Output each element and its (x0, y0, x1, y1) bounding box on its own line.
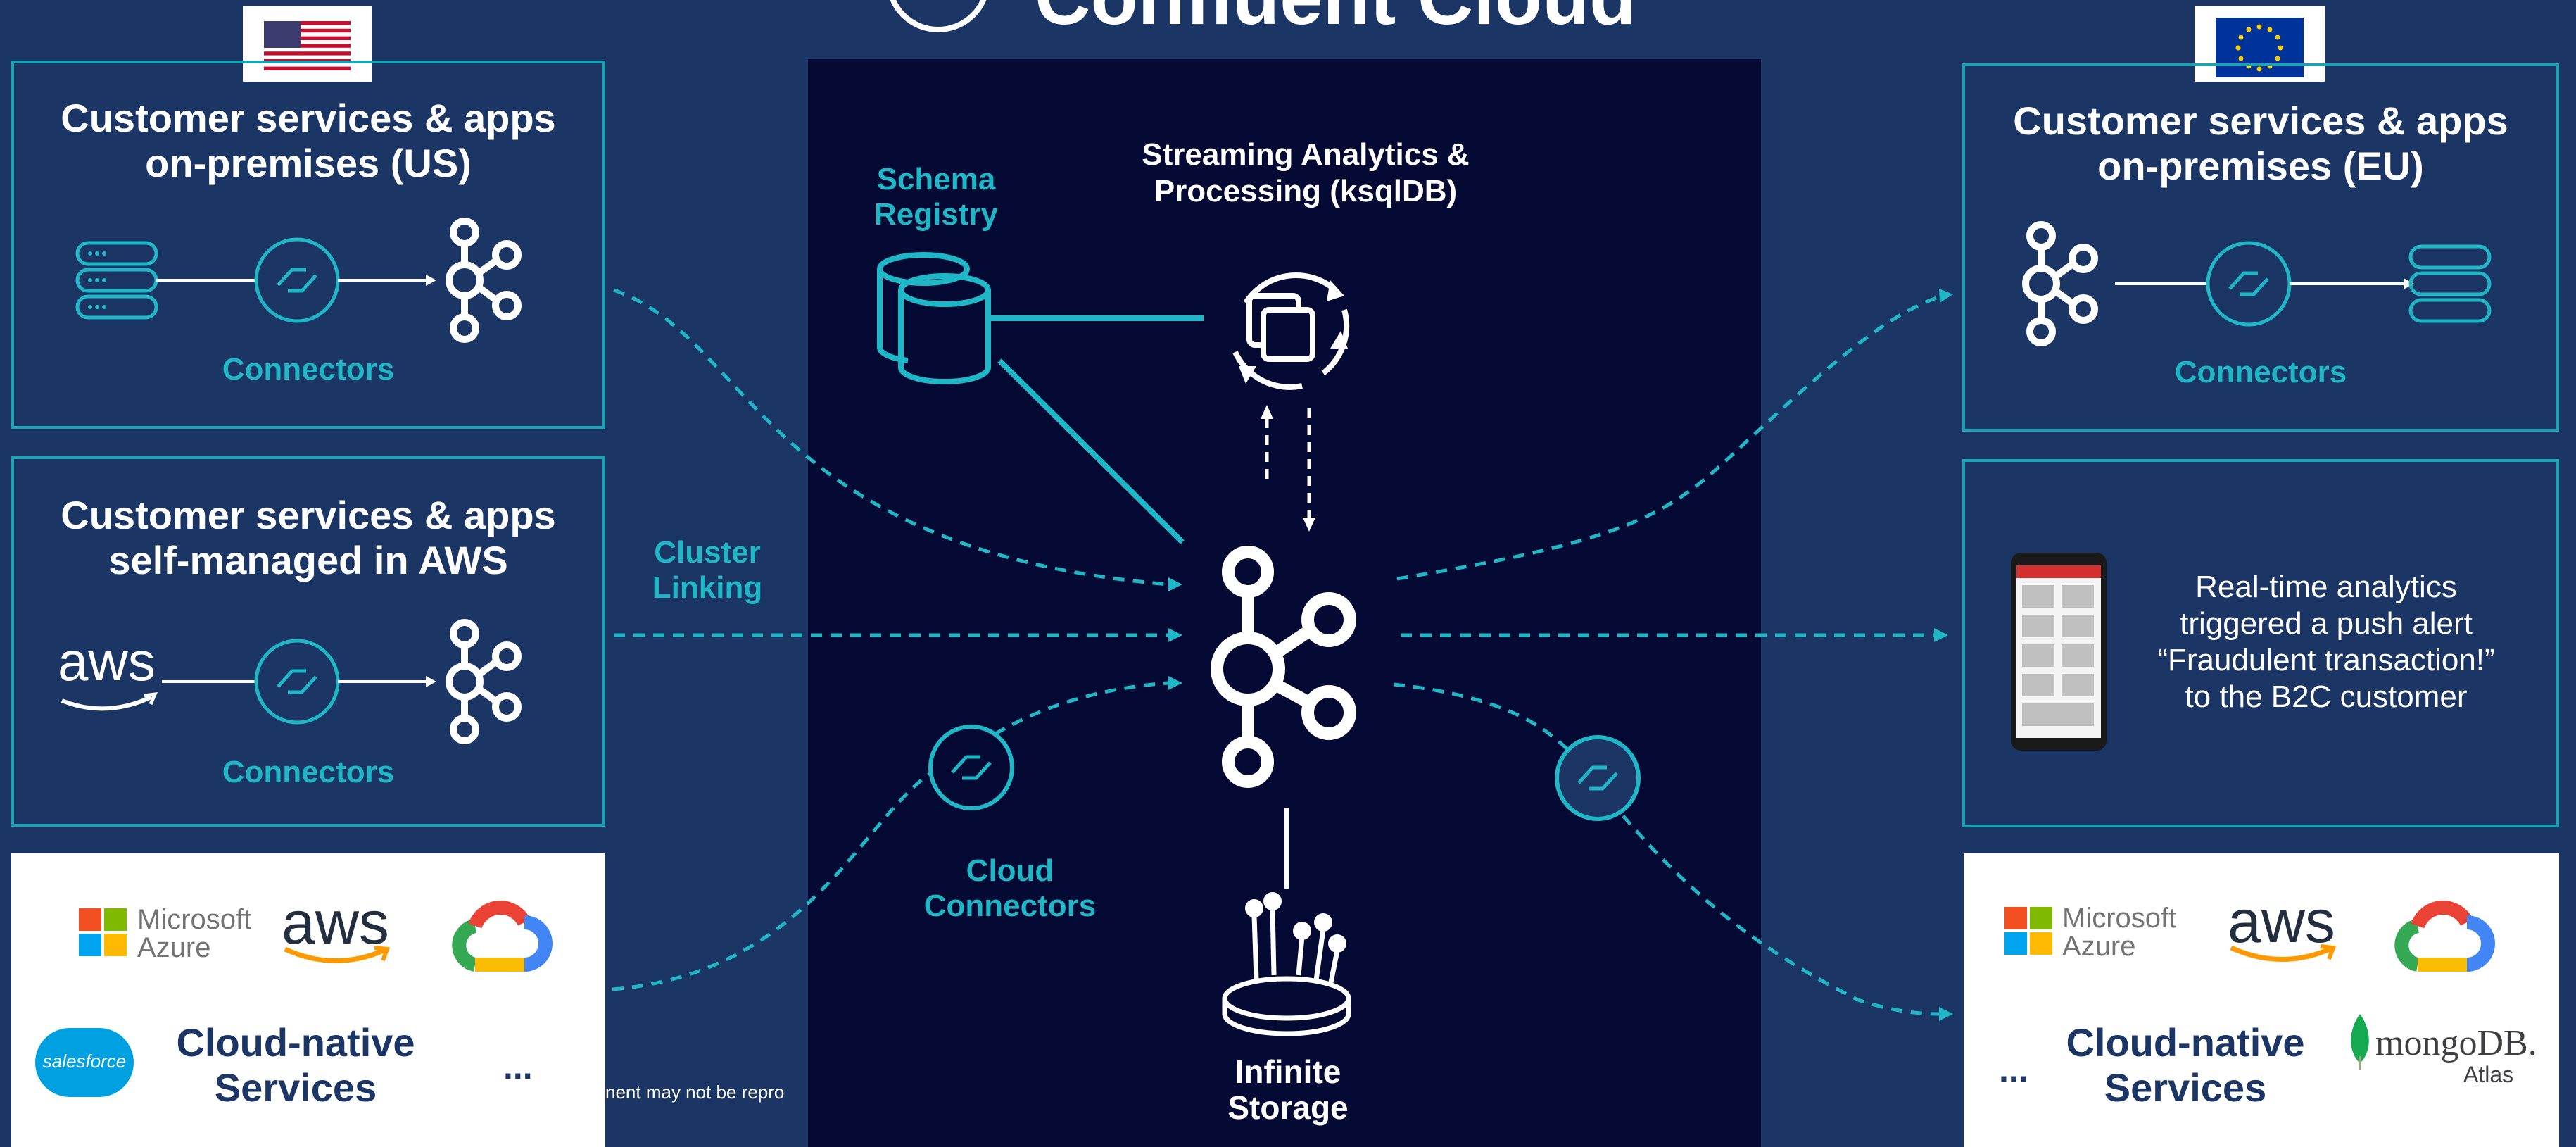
us-connectors-label: Connectors (222, 352, 395, 387)
streaming-line1: Streaming Analytics & (1142, 137, 1470, 172)
server-icon (75, 241, 158, 320)
aws-selfmanaged-title-line2: self-managed in AWS (108, 538, 508, 582)
page-title: Confluent Cloud (1035, 0, 1636, 37)
storage-line2: Storage (1227, 1089, 1349, 1126)
alert-line3: “Fraudulent transaction!” (2157, 643, 2495, 677)
more-services-left: ... (503, 1047, 533, 1086)
eu-connectors-label: Connectors (2174, 355, 2347, 389)
cloud-native-left-line1: Cloud-native (176, 1020, 415, 1065)
azure-label-line2: Azure (137, 932, 211, 963)
cloud-connectors-line1: Cloud (966, 853, 1054, 888)
salesforce-logo-text: salesforce (42, 1051, 127, 1072)
cloud-native-right-line2: Services (2104, 1065, 2267, 1110)
alert-panel (1962, 459, 2559, 827)
storage-icon (1222, 908, 1351, 1036)
eu-onprem-title-line2: on-premises (EU) (2097, 144, 2424, 188)
aws-logo-text: aws (58, 630, 156, 692)
cloud-native-right-panel (1964, 853, 2559, 1147)
aws-smile-icon (284, 946, 391, 963)
mongodb-logo-text: mongoDB. (2375, 1023, 2537, 1063)
alert-line1: Real-time analytics (2195, 570, 2457, 604)
eu-pipeline (2022, 221, 2492, 346)
google-cloud-icon (452, 901, 553, 972)
azure-label-line1: Microsoft (137, 904, 252, 935)
aws-selfmanaged-pipeline (61, 619, 522, 744)
more-services-right: ... (1999, 1050, 2028, 1089)
cloud-connectors-line2: Connectors (923, 889, 1097, 923)
us-onprem-title-line1: Customer services & apps (61, 96, 556, 140)
database-icon (876, 252, 991, 384)
us-pipeline (75, 218, 522, 343)
aws-connectors-label: Connectors (222, 755, 395, 789)
aws-logo-text-right: aws (2228, 888, 2335, 955)
us-onprem-title-line2: on-premises (US) (145, 141, 472, 185)
alert-line2: triggered a push alert (2180, 606, 2473, 641)
azure-label-line1-right: Microsoft (2062, 903, 2177, 934)
aws-selfmanaged-title-line1: Customer services & apps (61, 493, 556, 537)
microsoft-logo-icon (2004, 907, 2052, 955)
cloud-connector-icon (1555, 735, 1641, 821)
azure-label-line2-right: Azure (2062, 931, 2136, 962)
mongodb-leaf-icon (2351, 1014, 2369, 1070)
atlas-text: Atlas (2463, 1062, 2514, 1087)
confluent-cloud-panel (808, 59, 1761, 1147)
aws-smile-icon (2230, 944, 2337, 962)
stream-processing-icon (1232, 272, 1350, 390)
aws-logo-text-left: aws (282, 889, 389, 957)
eu-flag-icon (2195, 6, 2325, 82)
eu-onprem-panel: Customer services & apps on-premises (EU… (1962, 63, 2559, 432)
cloud-connector-icon (928, 725, 1014, 810)
cloud-native-left-line2: Services (214, 1065, 377, 1110)
center-diagram (876, 252, 1356, 1036)
alert-line4: to the B2C customer (2185, 679, 2468, 714)
kafka-icon (446, 619, 522, 744)
eu-onprem-title-line1: Customer services & apps (2013, 99, 2508, 143)
copyright-text: nent may not be repro (605, 1082, 785, 1103)
streaming-line2: Processing (ksqlDB) (1154, 174, 1458, 208)
schema-registry-line1: Schema (876, 162, 996, 196)
salesforce-logo-icon (35, 1028, 134, 1097)
kafka-icon (2022, 221, 2098, 346)
kafka-icon (446, 218, 522, 343)
cluster-linking-line2: Linking (652, 570, 763, 605)
schema-registry-line2: Registry (873, 197, 999, 232)
smartphone-icon (2011, 553, 2107, 751)
google-cloud-icon (2394, 901, 2495, 972)
cloud-native-right-line1: Cloud-native (2066, 1020, 2305, 1065)
cluster-linking-line1: Cluster (654, 535, 761, 570)
storage-line1: Infinite (1235, 1053, 1341, 1090)
server-icon (2408, 244, 2492, 323)
microsoft-logo-icon (79, 908, 127, 956)
kafka-cluster-icon (1211, 546, 1356, 788)
us-onprem-panel: Customer services & apps on-premises (US… (11, 61, 605, 429)
confluent-logo-icon (885, 0, 991, 39)
aws-selfmanaged-panel: Customer services & apps self-managed in… (11, 456, 605, 827)
